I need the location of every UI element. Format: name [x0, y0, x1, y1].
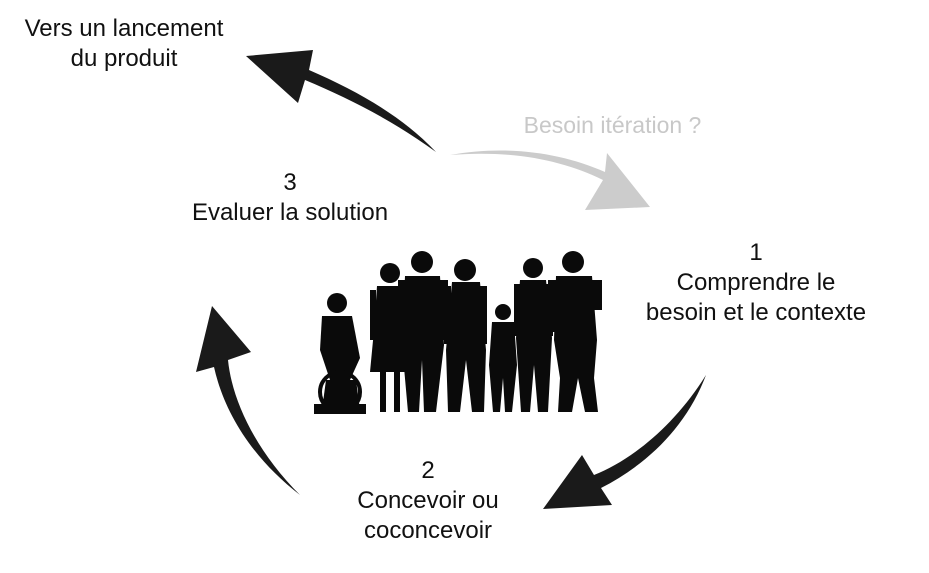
step-3-line-1: Evaluer la solution: [191, 199, 389, 226]
people-silhouette-icon: [314, 251, 602, 414]
step-1-line-1: Comprendre le: [676, 269, 836, 296]
person-wheelchair-silhouette: [314, 293, 366, 414]
man-silhouette-2: [548, 251, 602, 412]
step-1-number: 1: [749, 239, 763, 266]
step-2-label: 2 Concevoir ou coconcevoir: [318, 456, 538, 546]
iteration-arrow: [450, 150, 650, 210]
arrow-step1-to-step2: [543, 375, 706, 509]
launch-label: Vers un lancement du produit: [6, 14, 242, 74]
iteration-label: Besoin itération ?: [523, 112, 702, 138]
step-2-number: 2: [421, 457, 435, 484]
arrow-step2-to-step3: [196, 306, 300, 495]
launch-line-1: Vers un lancement: [24, 15, 224, 42]
child-silhouette: [489, 304, 517, 412]
step-3-label: 3 Evaluer la solution: [175, 168, 405, 228]
step-1-label: 1 Comprendre le besoin et le contexte: [622, 238, 890, 328]
step-2-line-1: Concevoir ou: [357, 487, 499, 514]
woman-silhouette-3: [514, 258, 553, 412]
arrow-to-launch: [246, 50, 436, 152]
step-1-line-2: besoin et le contexte: [645, 299, 867, 326]
woman-silhouette-2: [444, 259, 487, 412]
launch-line-2: du produit: [70, 45, 178, 72]
man-silhouette-1: [398, 251, 448, 412]
step-3-number: 3: [283, 169, 297, 196]
step-2-line-2: coconcevoir: [363, 517, 493, 544]
